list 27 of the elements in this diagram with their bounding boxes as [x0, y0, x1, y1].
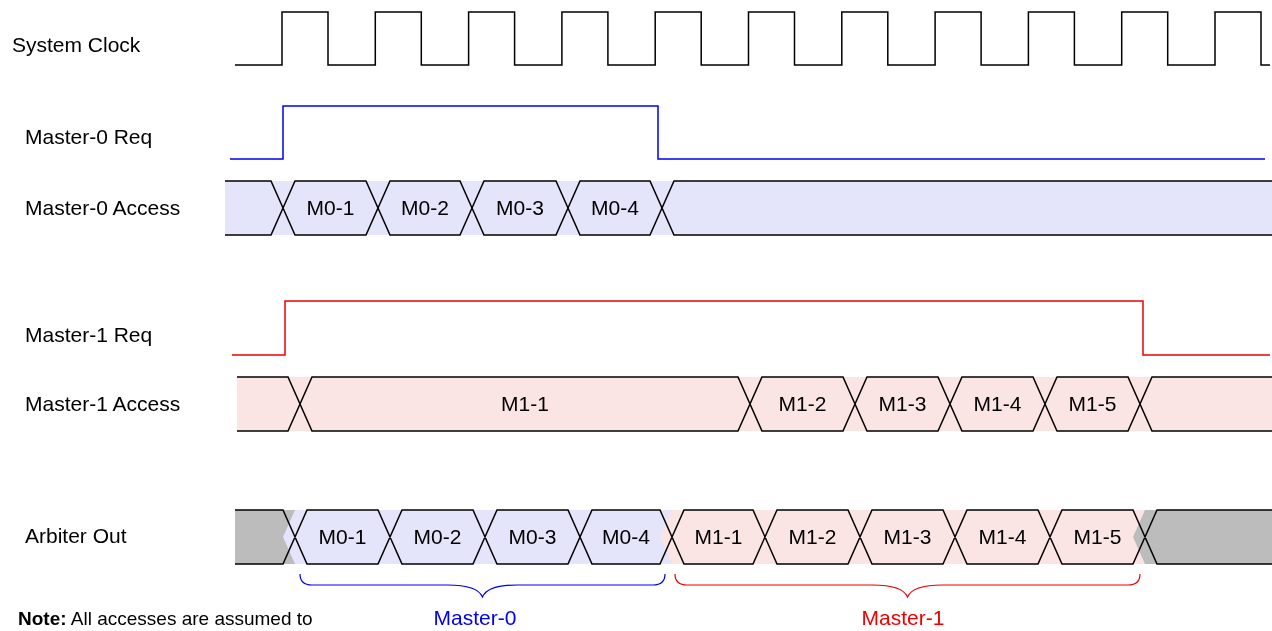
signal-name: Arbiter Out [25, 524, 127, 548]
note-text: Note: All accesses are assumed to [18, 607, 313, 631]
segment-label: M1-3 [877, 392, 928, 416]
segment-label: M1-2 [777, 392, 828, 416]
segment-label: M0-3 [507, 525, 558, 549]
segment-label: M1-4 [977, 525, 1028, 549]
segment-label: M0-3 [495, 196, 545, 220]
segment-label: M0-4 [601, 525, 651, 549]
segment-label: M1-5 [1067, 392, 1118, 416]
segment-label: M1-4 [972, 392, 1023, 416]
segment-label: M0-2 [412, 525, 463, 549]
signal-name: Master-1 Access [25, 392, 181, 416]
signal-name: System Clock [12, 33, 141, 57]
segment-label: M0-1 [317, 525, 368, 549]
segment-label: M1-5 [1072, 525, 1123, 549]
segment-label: M1-3 [882, 525, 933, 549]
group-label: Master-1 [861, 606, 945, 630]
group-label: Master-0 [433, 606, 517, 630]
segment-label: M0-4 [590, 196, 640, 220]
signal-name: Master-0 Access [25, 196, 181, 220]
segment-label: M1-1 [693, 525, 744, 549]
segment-label: M1-2 [787, 525, 838, 549]
signal-name: Master-0 Req [25, 125, 153, 149]
segment-label: M0-1 [305, 196, 356, 220]
signal-name: Master-1 Req [25, 323, 153, 347]
segment-label: M0-2 [400, 196, 450, 220]
segment-label: M1-1 [500, 392, 550, 416]
